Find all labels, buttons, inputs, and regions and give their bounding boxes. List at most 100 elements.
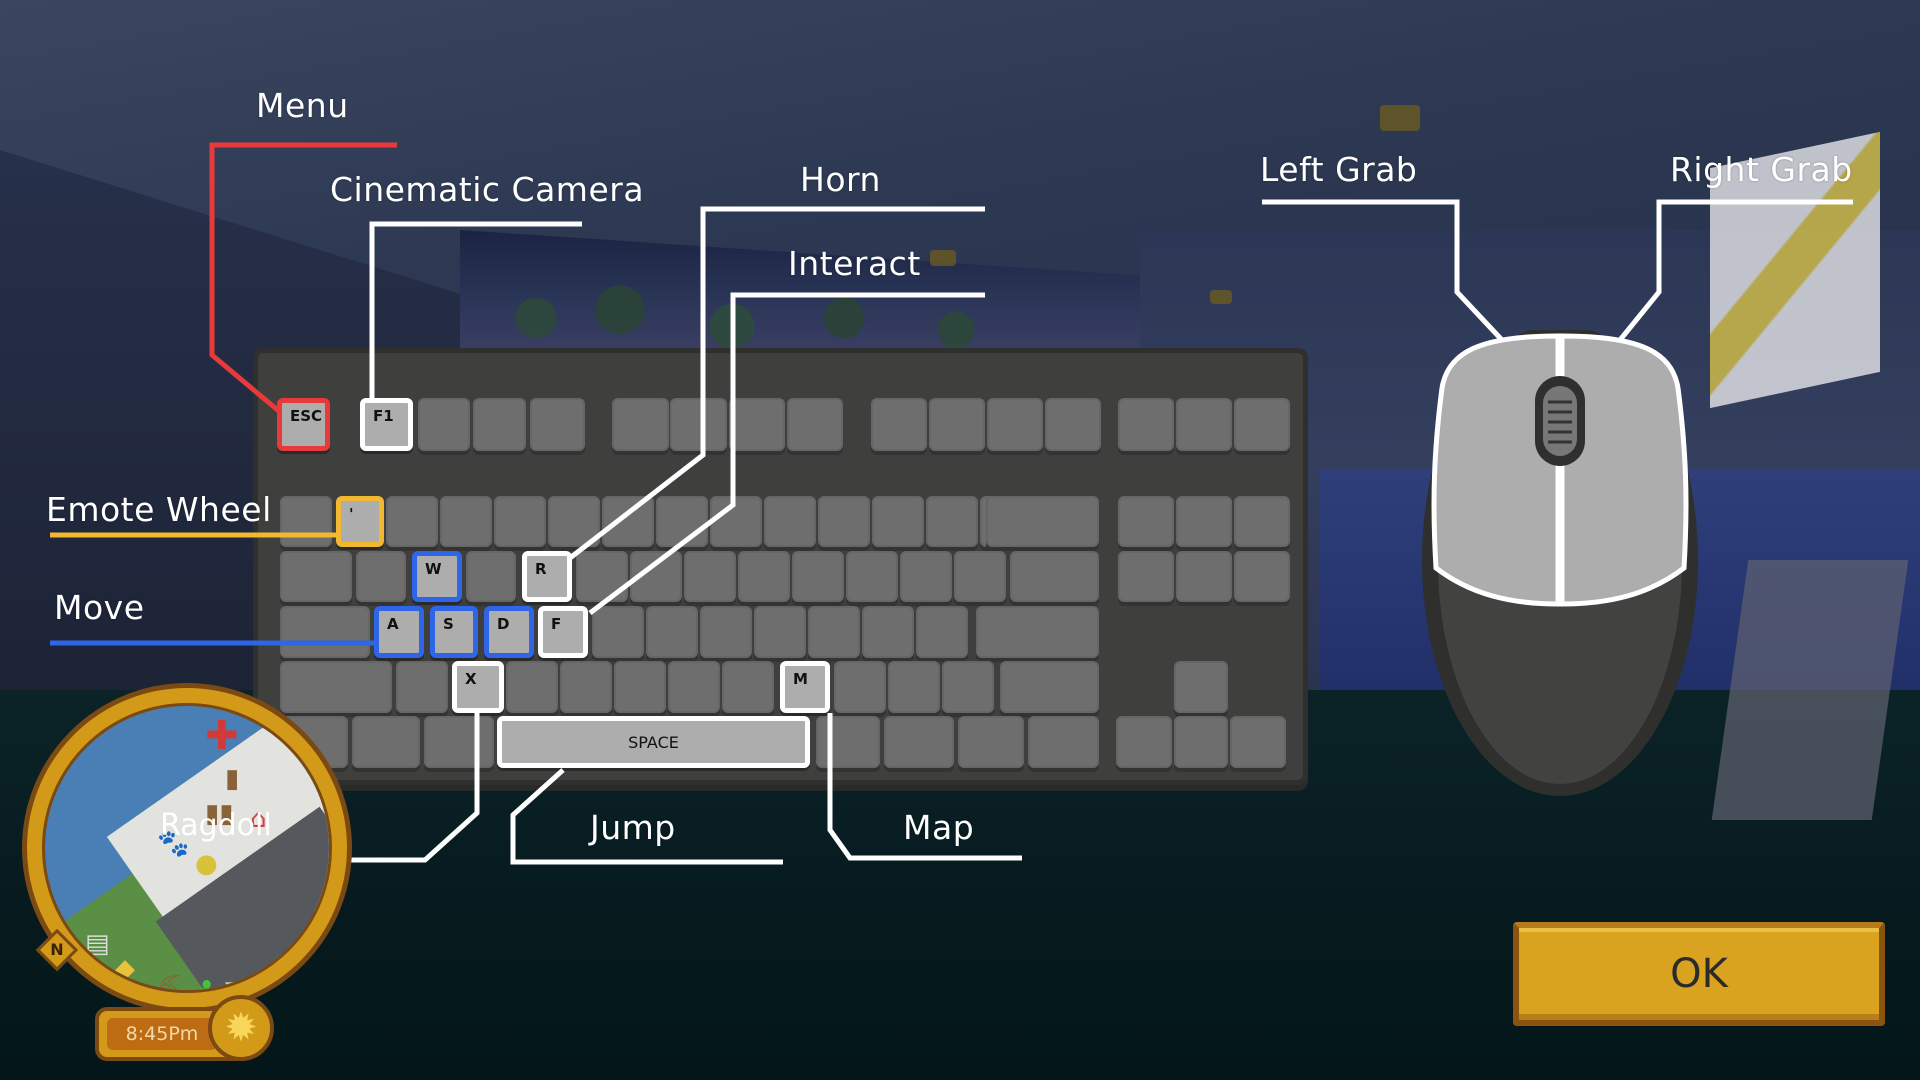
key-fn[interactable] xyxy=(884,716,954,768)
key-letter[interactable] xyxy=(592,606,644,658)
key-letter[interactable] xyxy=(684,551,736,602)
key-letter[interactable] xyxy=(722,661,774,713)
key-nav[interactable] xyxy=(1118,551,1174,602)
time-text: 8:45Pm xyxy=(107,1018,217,1050)
key-q[interactable] xyxy=(356,551,406,602)
key-function[interactable] xyxy=(1118,398,1174,451)
key-letter[interactable] xyxy=(560,661,612,713)
key-function[interactable] xyxy=(987,398,1043,451)
key-function[interactable] xyxy=(929,398,985,451)
key-ctrl-right[interactable] xyxy=(1028,716,1099,768)
key-number[interactable] xyxy=(602,496,654,547)
key-number[interactable] xyxy=(494,496,546,547)
key-number[interactable] xyxy=(280,496,332,547)
key-backspace[interactable] xyxy=(986,496,1099,547)
key-letter[interactable] xyxy=(576,551,628,602)
key-number[interactable] xyxy=(548,496,600,547)
key-arrow[interactable] xyxy=(1230,716,1286,768)
taxi-sign-icon: ◆ xyxy=(115,954,135,984)
key-shift-left[interactable] xyxy=(280,661,392,713)
key-number[interactable] xyxy=(386,496,438,547)
key-space[interactable]: SPACE xyxy=(497,716,810,768)
key-enter[interactable] xyxy=(976,606,1099,658)
key-label: F xyxy=(551,615,562,633)
key-nav[interactable] xyxy=(1234,551,1290,602)
key-arrow[interactable] xyxy=(1174,716,1228,768)
key-capslock[interactable] xyxy=(280,606,370,658)
key-function[interactable] xyxy=(418,398,470,451)
key-letter[interactable] xyxy=(900,551,952,602)
key-function[interactable] xyxy=(530,398,585,451)
key-number[interactable] xyxy=(656,496,708,547)
key-number[interactable] xyxy=(872,496,924,547)
key-function[interactable] xyxy=(787,398,843,451)
key-e[interactable] xyxy=(466,551,516,602)
key-number[interactable] xyxy=(710,496,762,547)
key-arrow[interactable] xyxy=(1116,716,1172,768)
key-letter[interactable] xyxy=(942,661,994,713)
key-tab[interactable] xyxy=(280,551,352,602)
key-nav[interactable] xyxy=(1234,496,1290,547)
mouse-diagram xyxy=(1422,330,1698,796)
key-letter[interactable] xyxy=(614,661,666,713)
key-function[interactable] xyxy=(670,398,727,451)
key-shift-right[interactable] xyxy=(1000,661,1099,713)
key-function[interactable] xyxy=(1045,398,1101,451)
key-s[interactable]: S xyxy=(430,606,478,658)
trash-bin-icon: ▼ xyxy=(225,976,245,993)
minimap[interactable]: ✚ ▮ ▮▮ ⌂ 🐾 ● ▤ ◆ ⛏ ♣ ▼ xyxy=(22,683,352,1013)
key-function[interactable] xyxy=(871,398,927,451)
key-a[interactable]: A xyxy=(374,606,424,658)
key-backslash[interactable] xyxy=(1010,551,1099,602)
key-number[interactable] xyxy=(818,496,870,547)
key-letter[interactable] xyxy=(954,551,1006,602)
mouse-left-button[interactable] xyxy=(1431,333,1561,607)
key-z[interactable] xyxy=(396,661,448,713)
key-function[interactable] xyxy=(729,398,785,451)
key-r[interactable]: R xyxy=(522,551,572,602)
key-letter[interactable] xyxy=(834,661,886,713)
key-function[interactable] xyxy=(1234,398,1290,451)
key-letter[interactable] xyxy=(630,551,682,602)
label-horn: Horn xyxy=(800,160,881,199)
label-right-grab: Right Grab xyxy=(1670,150,1853,189)
key-letter[interactable] xyxy=(738,551,790,602)
key-d[interactable]: D xyxy=(484,606,534,658)
key-letter[interactable] xyxy=(808,606,860,658)
key-esc[interactable]: ESC xyxy=(277,398,330,451)
key-letter[interactable] xyxy=(888,661,940,713)
key-nav[interactable] xyxy=(1118,496,1174,547)
key-alt-left[interactable] xyxy=(424,716,494,768)
key-function[interactable] xyxy=(1176,398,1232,451)
key-letter[interactable] xyxy=(916,606,968,658)
key-number[interactable] xyxy=(764,496,816,547)
key-f[interactable]: F xyxy=(538,606,588,658)
key-nav[interactable] xyxy=(1176,496,1232,547)
key-letter[interactable] xyxy=(506,661,558,713)
key-f1[interactable]: F1 xyxy=(360,398,413,451)
key-x[interactable]: X xyxy=(452,661,504,713)
key-alt-right[interactable] xyxy=(816,716,880,768)
mouse-right-button[interactable] xyxy=(1559,333,1689,607)
ok-button[interactable]: OK xyxy=(1513,922,1885,1026)
key-win[interactable] xyxy=(352,716,420,768)
key-nav[interactable] xyxy=(1176,551,1232,602)
key-letter[interactable] xyxy=(646,606,698,658)
key-letter[interactable] xyxy=(846,551,898,602)
key-m[interactable]: M xyxy=(780,661,830,713)
key-function[interactable] xyxy=(473,398,526,451)
key-arrow-up[interactable] xyxy=(1174,661,1228,713)
key-menu[interactable] xyxy=(958,716,1024,768)
key-letter[interactable] xyxy=(754,606,806,658)
key-letter[interactable] xyxy=(668,661,720,713)
key-letter[interactable] xyxy=(862,606,914,658)
key-number[interactable] xyxy=(440,496,492,547)
key-number[interactable] xyxy=(926,496,978,547)
ceiling-lamp xyxy=(1210,290,1232,304)
key-letter[interactable] xyxy=(792,551,844,602)
key-emote[interactable]: ' xyxy=(336,496,384,547)
key-label: X xyxy=(465,670,477,688)
key-w[interactable]: W xyxy=(412,551,462,602)
key-function[interactable] xyxy=(612,398,669,451)
key-letter[interactable] xyxy=(700,606,752,658)
